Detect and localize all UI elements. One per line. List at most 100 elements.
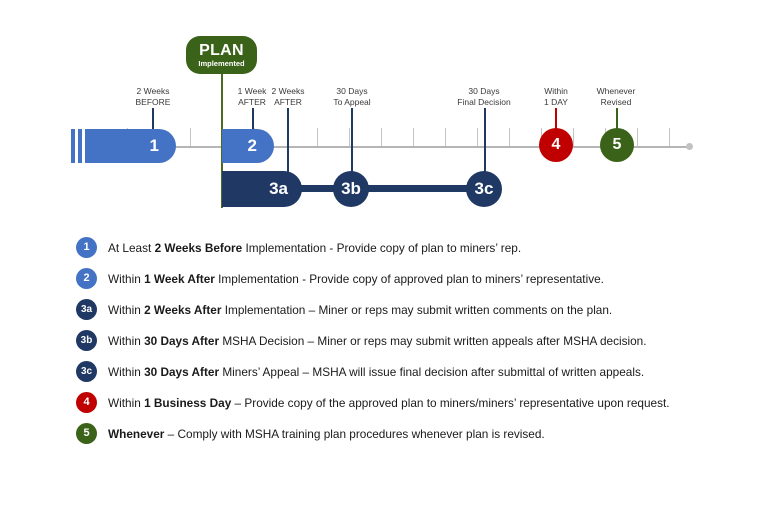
timeline-label-2-weeks-after: 2 Weeks AFTER	[262, 86, 314, 108]
legend-text-emphasis: 30 Days After	[144, 364, 220, 379]
legend-text-prefix: Within	[108, 395, 145, 410]
legend-item-text: Within 1 Week After Implementation - Pro…	[108, 272, 604, 286]
axis-tick	[573, 128, 574, 146]
plan-badge-title: PLAN	[199, 42, 244, 59]
legend-item-text: Whenever – Comply with MSHA training pla…	[108, 427, 545, 441]
connector-3b-3c	[364, 185, 471, 192]
legend-text-prefix: At Least	[108, 240, 155, 255]
axis-tick	[445, 128, 446, 146]
legend-item-text: At Least 2 Weeks Before Implementation -…	[108, 241, 521, 255]
legend-bullet-4: 4	[76, 392, 97, 413]
label-line-2: BEFORE	[135, 97, 171, 107]
stem-1-week-after	[252, 108, 254, 132]
legend-item: 3c Within 30 Days After Miners’ Appeal – …	[0, 356, 768, 387]
timeline-axis	[86, 146, 690, 148]
timeline-marker-3a-label: 3a	[269, 179, 288, 198]
legend-item-text: Within 2 Weeks After Implementation – Mi…	[108, 303, 612, 317]
legend-item: 1 At Least 2 Weeks Before Implementation …	[0, 232, 768, 263]
legend-text-suffix: Implementation - Provide copy of plan to…	[242, 240, 522, 255]
timeline-marker-3a: 3a	[222, 171, 302, 207]
legend-item-text: Within 1 Business Day – Provide copy of …	[108, 396, 670, 410]
stem-within-1-day	[555, 108, 557, 132]
label-line-1: 30 Days	[468, 86, 500, 96]
label-line-2: To Appeal	[333, 97, 371, 107]
timeline-marker-2-label: 2	[247, 136, 257, 155]
legend-text-suffix: Miners’ Appeal – MSHA will issue final d…	[219, 364, 645, 379]
legend-text-suffix: – Provide copy of the approved plan to m…	[231, 395, 670, 410]
stem-2-weeks-before	[152, 108, 154, 132]
axis-tick	[509, 128, 510, 146]
label-line-1: Whenever	[596, 86, 636, 96]
label-line-1: 2 Weeks	[136, 86, 170, 96]
legend-bullet-1: 1	[76, 237, 97, 258]
timeline-break-mark	[71, 129, 75, 163]
label-line-1: Within	[544, 86, 568, 96]
timeline-marker-3c-label: 3c	[474, 179, 494, 198]
legend-text-prefix: Within	[108, 364, 145, 379]
plan-badge-subtitle: Implemented	[198, 59, 245, 68]
legend-item-text: Within 30 Days After Miners’ Appeal – MS…	[108, 365, 644, 379]
legend-text-emphasis: 1 Business Day	[144, 395, 232, 410]
timeline-label-2-weeks-before: 2 Weeks BEFORE	[122, 86, 184, 108]
legend-bullet-2: 2	[76, 268, 97, 289]
legend-item: 2 Within 1 Week After Implementation - Pr…	[0, 263, 768, 294]
timeline-axis-end-dot	[686, 143, 693, 150]
timeline-label-30-days-to-appeal: 30 Days To Appeal	[320, 86, 384, 108]
axis-tick	[477, 128, 478, 146]
legend-item: 5 Whenever – Comply with MSHA training pl…	[0, 418, 768, 449]
timeline-marker-3b-label: 3b	[341, 179, 361, 198]
legend-bullet-3a: 3a	[76, 299, 97, 320]
axis-tick	[669, 128, 670, 146]
legend-text-emphasis: 30 Days After	[144, 333, 220, 348]
legend-text-suffix: – Comply with MSHA training plan procedu…	[164, 426, 545, 441]
timeline-marker-1: 1	[94, 129, 176, 163]
timeline-label-1-week-after: 1 Week AFTER	[226, 86, 278, 108]
axis-tick	[317, 128, 318, 146]
label-line-2: Revised	[600, 97, 632, 107]
timeline-label-within-1-day: Within 1 DAY	[528, 86, 584, 108]
label-line-1: 1 Week	[237, 86, 267, 96]
timeline-marker-1-label: 1	[149, 136, 159, 155]
timeline-label-whenever-revised: Whenever Revised	[584, 86, 648, 108]
legend-item: 3b Within 30 Days After MSHA Decision – M…	[0, 325, 768, 356]
legend-bullet-3c: 3c	[76, 361, 97, 382]
legend-bullet-3b: 3b	[76, 330, 97, 351]
timeline-graphic: PLAN Implemented 2 Weeks BEFORE 1 Week A…	[0, 0, 768, 225]
stem-30-days-to-appeal	[351, 108, 353, 178]
timeline-break-mark	[78, 129, 82, 163]
axis-tick	[637, 128, 638, 146]
timeline-label-30-days-final-decision: 30 Days Final Decision	[444, 86, 524, 108]
label-line-1: 30 Days	[336, 86, 368, 96]
timeline-marker-2: 2	[222, 129, 274, 163]
timeline-marker-4: 4	[539, 128, 573, 162]
timeline-marker-5: 5	[600, 128, 634, 162]
timeline-break-mark	[85, 129, 94, 163]
legend-text-emphasis: Whenever	[108, 426, 165, 441]
stem-whenever-revised	[616, 108, 618, 132]
legend-text-prefix: Within	[108, 271, 145, 286]
label-line-2: AFTER	[274, 97, 302, 107]
axis-tick	[381, 128, 382, 146]
legend-text-emphasis: 2 Weeks Before	[154, 240, 243, 255]
timeline-marker-3b: 3b	[333, 171, 369, 207]
timeline-marker-5-label: 5	[612, 136, 622, 153]
stem-2-weeks-after	[287, 108, 289, 178]
legend-text-suffix: MSHA Decision – Miner or reps may submit…	[219, 333, 647, 348]
legend-bullet-5: 5	[76, 423, 97, 444]
connector-3a-3b	[296, 185, 338, 192]
legend-text-suffix: Implementation – Miner or reps may submi…	[221, 302, 613, 317]
legend-text-prefix: Within	[108, 302, 145, 317]
legend-text-emphasis: 1 Week After	[144, 271, 215, 286]
axis-tick	[190, 128, 191, 146]
timeline-marker-4-label: 4	[551, 136, 561, 153]
label-line-2: Final Decision	[457, 97, 511, 107]
legend-item-text: Within 30 Days After MSHA Decision – Min…	[108, 334, 647, 348]
legend-list: 1 At Least 2 Weeks Before Implementation …	[0, 232, 768, 449]
timeline-marker-3c: 3c	[466, 171, 502, 207]
legend-text-prefix: Within	[108, 333, 145, 348]
stem-30-days-final-decision	[484, 108, 486, 178]
axis-tick	[349, 128, 350, 146]
axis-tick	[413, 128, 414, 146]
label-line-1: 2 Weeks	[271, 86, 305, 96]
